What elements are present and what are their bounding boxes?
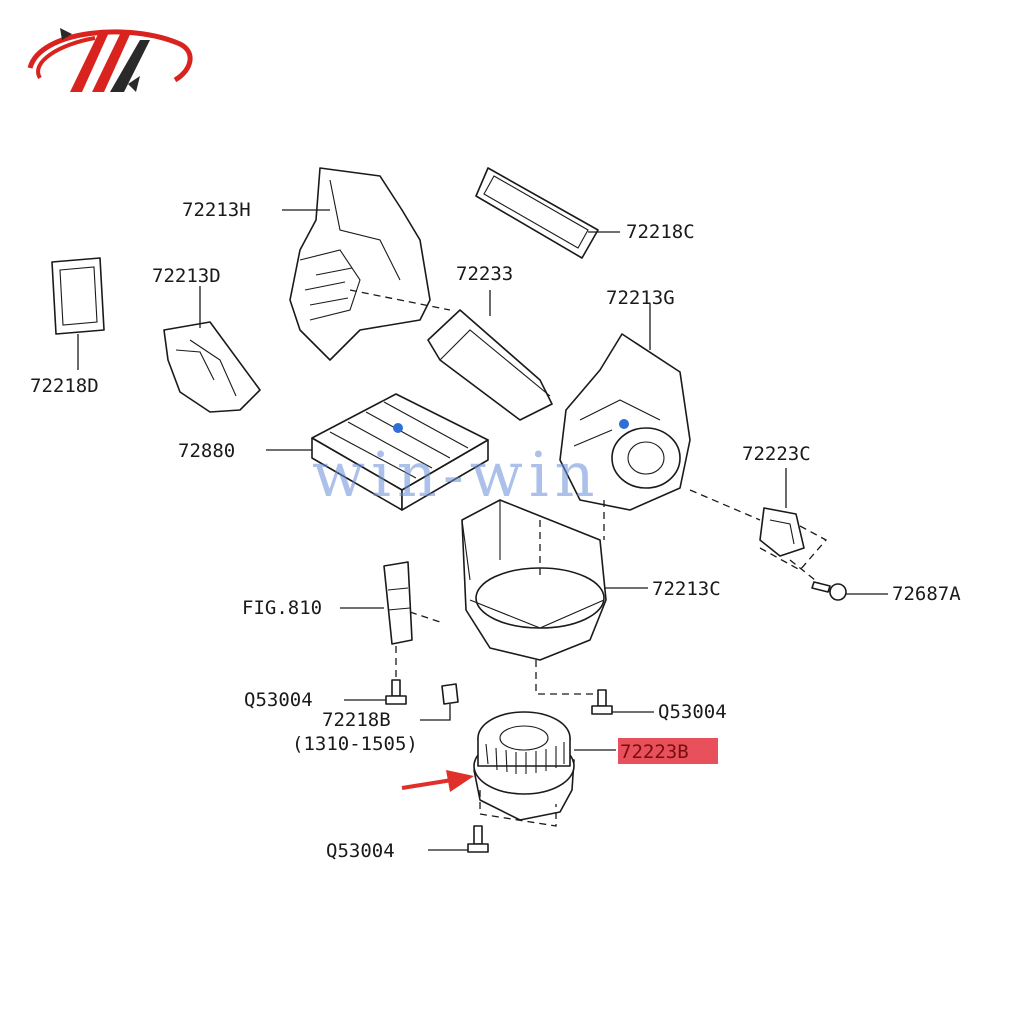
red-arrow-icon: [401, 770, 474, 792]
part-72213g-case: [559, 304, 691, 511]
highlight-72223b-box: [618, 738, 718, 764]
screw-q53004-bottom: [428, 825, 489, 853]
watermark-text: win-win: [312, 438, 601, 511]
label-72880: 72880: [178, 440, 235, 462]
part-72218c-seal: [475, 167, 620, 259]
label-q53004-right: Q53004: [658, 701, 727, 723]
label-72218c: 72218C: [626, 221, 695, 243]
label-72213h: 72213H: [182, 199, 251, 221]
part-72223b-blower-motor: [473, 711, 616, 827]
part-72218d-gasket: [51, 257, 105, 370]
part-72218b-pad: [420, 683, 459, 721]
screw-q53004-right: [591, 689, 654, 715]
label-72223b: 72223B: [620, 741, 689, 763]
part-72223c-resistor: [689, 468, 831, 593]
part-72213h-duct: [282, 167, 451, 361]
part-72213c-housing: [461, 499, 648, 695]
brand-logo-icon: [27, 28, 193, 92]
part-72880-filter: [266, 393, 489, 511]
marker-dot: [619, 419, 629, 429]
label-q53004-bottom: Q53004: [326, 840, 395, 862]
part-72213d-duct: [163, 286, 261, 413]
label-fig810: FIG.810: [242, 597, 322, 619]
label-72218b-range: (1310-1505): [292, 733, 418, 755]
label-72687a: 72687A: [892, 583, 961, 605]
label-q53004-left: Q53004: [244, 689, 313, 711]
part-72687a-screw: [811, 581, 888, 601]
label-72218d: 72218D: [30, 375, 99, 397]
label-72233: 72233: [456, 263, 513, 285]
part-72233-housing: [427, 290, 553, 421]
label-72213c: 72213C: [652, 578, 721, 600]
label-72223c: 72223C: [742, 443, 811, 465]
label-72213g: 72213G: [606, 287, 675, 309]
screw-q53004-left: [344, 679, 407, 705]
label-72213d: 72213D: [152, 265, 221, 287]
marker-dot: [393, 423, 403, 433]
part-fig810-bracket: [340, 561, 441, 684]
label-72218b: 72218B: [322, 709, 391, 731]
